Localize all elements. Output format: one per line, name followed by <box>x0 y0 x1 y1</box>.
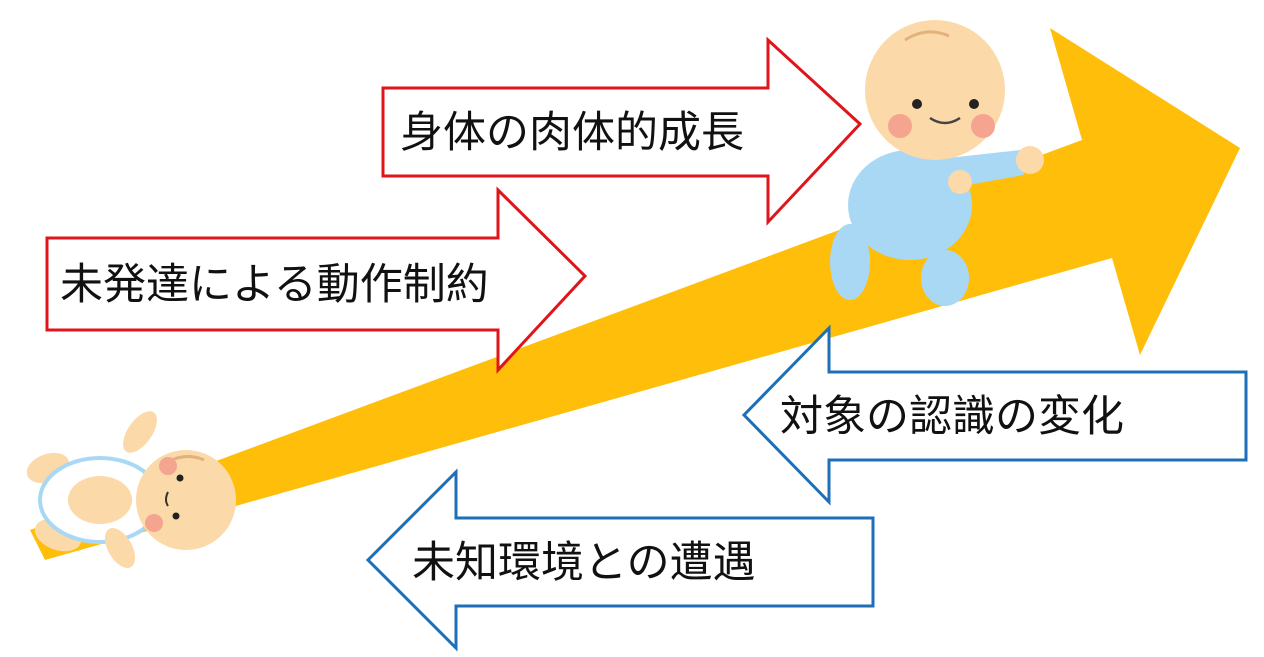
lying-baby-icon <box>26 411 236 568</box>
arrow-body-growth: 身体の肉体的成長 <box>381 36 863 226</box>
arrow-motion-constraint-label: 未発達による動作制約 <box>60 260 489 310</box>
arrow-motion-constraint: 未発達による動作制約 <box>45 186 588 374</box>
arrow-unknown-encounter-label: 未知環境との遭遇 <box>412 538 756 588</box>
arrow-perception-change: 対象の認識の変化 <box>741 324 1248 506</box>
growth-arrow <box>30 28 1240 560</box>
crawling-baby-icon <box>830 20 1044 306</box>
arrow-unknown-encounter: 未知環境との遭遇 <box>365 468 875 652</box>
arrow-body-growth-label: 身体の肉体的成長 <box>400 108 744 158</box>
arrow-perception-change-label: 対象の認識の変化 <box>780 392 1124 442</box>
